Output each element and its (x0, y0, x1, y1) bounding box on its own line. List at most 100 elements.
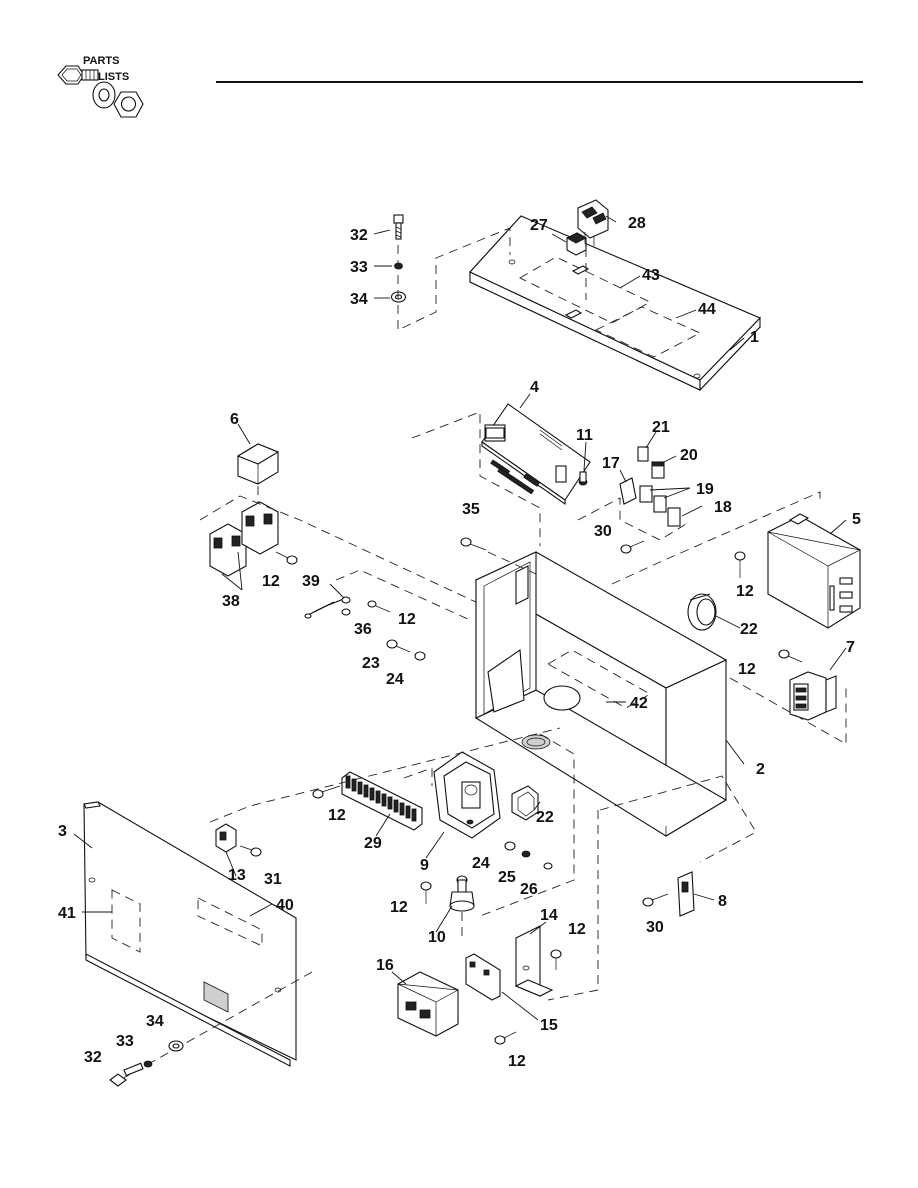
screw-12-lower-left (420, 881, 432, 904)
bracket-14 (514, 925, 554, 997)
clip-39-36 (304, 596, 351, 619)
callout-5: 5 (852, 511, 861, 528)
callout-33-top: 33 (350, 259, 368, 276)
terminal-screw (369, 787, 375, 801)
grommet-22-lower (511, 785, 539, 821)
lock-washer-33-lower (143, 1060, 153, 1068)
callout-6: 6 (230, 411, 239, 428)
screw-12-transformer (778, 649, 803, 663)
callout-12-breaker: 12 (508, 1053, 526, 1070)
lock-washer-25 (521, 850, 531, 858)
rocker-switch-28 (577, 199, 609, 246)
terminal-screw (375, 790, 381, 804)
screw-12-terminal (312, 785, 341, 799)
relay-6 (236, 443, 280, 485)
callout-32-lower: 32 (84, 1049, 102, 1066)
callout-35: 35 (462, 501, 480, 518)
lock-washer-33-top (394, 262, 403, 270)
callout-30-lower: 30 (646, 919, 664, 936)
rectifier-10 (449, 875, 475, 912)
screw-12-breaker (494, 1031, 517, 1045)
terminal-screw (411, 808, 417, 822)
logo-text-parts: PARTS (83, 55, 119, 67)
callout-41: 41 (58, 905, 76, 922)
callout-12-lower-left: 12 (390, 899, 408, 916)
screw-12-relay (275, 551, 298, 565)
bracket-8 (677, 871, 695, 917)
callout-38: 38 (222, 593, 240, 610)
screw-12-clip (367, 600, 391, 613)
flat-washer-34-top (390, 291, 407, 303)
leader-lines (73, 215, 847, 1021)
label-area-40 (197, 897, 263, 947)
panel-cover (469, 215, 761, 392)
callout-30-upper: 30 (594, 523, 612, 540)
washer-24-lower (504, 841, 516, 851)
fuse-21 (637, 446, 649, 462)
fuse-19 (639, 485, 667, 513)
washer-icon (92, 81, 116, 109)
callout-34-lower: 34 (146, 1013, 164, 1030)
terminal-screw (381, 793, 387, 807)
callout-33-lower: 33 (116, 1033, 134, 1050)
callout-22-lower: 22 (536, 809, 554, 826)
callout-4: 4 (530, 379, 539, 396)
parts-lists-logo: PARTS LISTS (57, 55, 144, 118)
callout-11: 11 (576, 427, 593, 444)
front-panel-3 (83, 801, 297, 1067)
callout-24-lower: 24 (472, 855, 490, 872)
screw-12-module (734, 551, 746, 578)
callout-25: 25 (498, 869, 516, 886)
flat-washer-34-lower (168, 1040, 184, 1052)
terminal-screw (387, 796, 393, 810)
callout-39: 39 (302, 573, 320, 590)
circuit-board-4 (481, 403, 591, 506)
transformer-7 (789, 671, 837, 721)
bolt-32-lower (109, 1062, 144, 1087)
callout-44: 44 (698, 301, 716, 318)
screw-30-upper (620, 540, 645, 554)
nut-26 (543, 862, 553, 870)
callout-2: 2 (756, 761, 765, 778)
callout-36: 36 (354, 621, 372, 638)
callout-42: 42 (630, 695, 648, 712)
terminal-strip-29 (341, 771, 423, 831)
callout-19: 19 (696, 481, 714, 498)
breaker-bracket-15 (465, 953, 501, 1001)
callout-20: 20 (680, 447, 698, 464)
terminal-screw (393, 799, 399, 813)
callout-23: 23 (362, 655, 380, 672)
callout-29: 29 (364, 835, 382, 852)
callout-17: 17 (602, 455, 620, 472)
fuse-holder-17 (619, 477, 637, 505)
logo-text-lists: LISTS (98, 71, 129, 83)
callout-14: 14 (540, 907, 558, 924)
callout-12-terminal: 12 (328, 807, 346, 824)
screw-35 (460, 537, 487, 551)
screw-30-lower (642, 893, 669, 907)
enclosure-box-2 (474, 551, 728, 837)
circuit-breaker-16 (397, 971, 460, 1037)
callout-labels: 1 2 3 4 5 6 7 8 9 10 11 12 12 12 12 12 1… (58, 215, 861, 1070)
switch-27 (566, 232, 587, 256)
callout-13: 13 (228, 867, 246, 884)
regulator-9 (433, 751, 501, 839)
fuse-20 (651, 461, 665, 479)
terminal-screw (363, 784, 369, 798)
callout-21: 21 (652, 419, 670, 436)
callout-24-upper: 24 (386, 671, 404, 688)
outlet-13 (215, 823, 237, 853)
callout-31: 31 (264, 871, 282, 888)
callout-12-clip: 12 (398, 611, 416, 628)
label-area-41 (111, 889, 141, 953)
callout-18: 18 (714, 499, 732, 516)
callout-15: 15 (540, 1017, 558, 1034)
callout-27: 27 (530, 217, 548, 234)
bolt-icon (57, 65, 99, 85)
callout-8: 8 (718, 893, 727, 910)
terminal-screw (351, 778, 357, 792)
bolt-32-top (393, 214, 404, 240)
relay-socket-38 (209, 501, 279, 577)
callout-43: 43 (642, 267, 660, 284)
